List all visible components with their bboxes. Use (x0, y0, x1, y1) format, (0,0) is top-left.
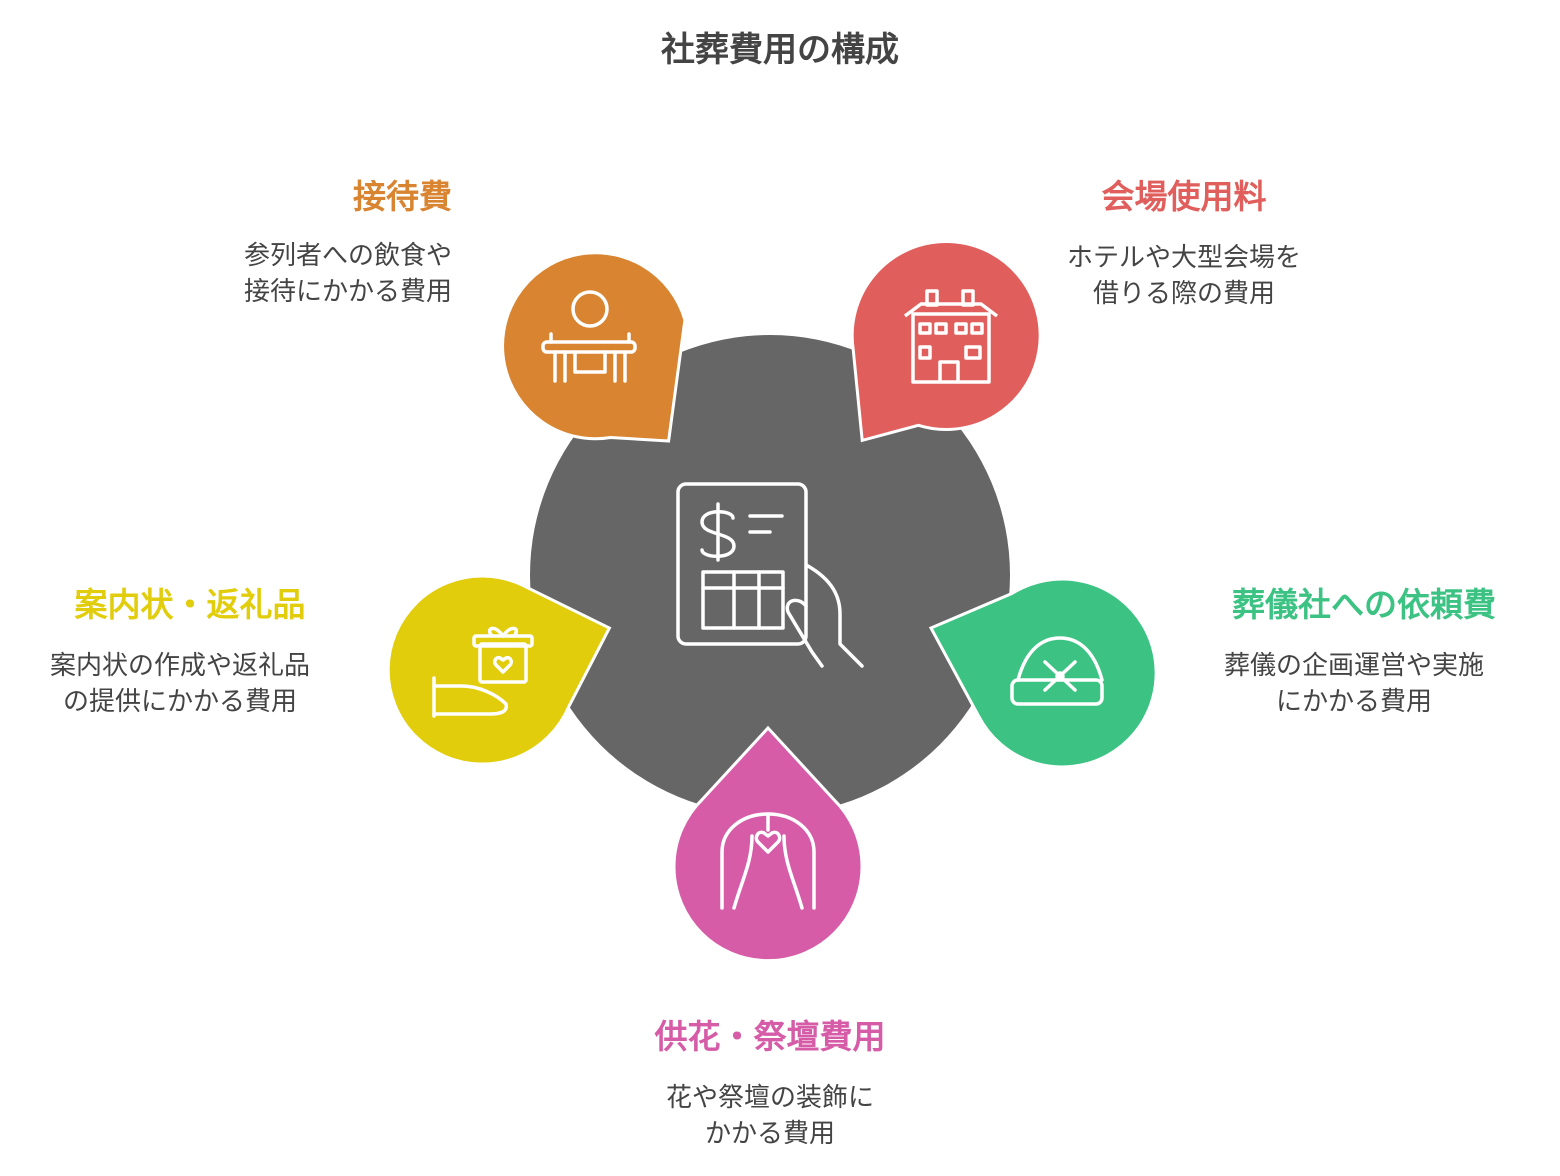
gift-hand-icon (432, 626, 534, 718)
funeral-company-desc: 葬儀の企画運営や実施 にかかる費用 (1223, 651, 1484, 717)
flowers-drop (672, 725, 864, 963)
invitations-label: 案内状・返礼品 (74, 585, 306, 624)
flowers-label: 供花・祭壇費用 (654, 1017, 886, 1056)
center-circle (530, 335, 1010, 815)
stage-curtain-icon (720, 812, 816, 910)
hotel-building-icon (903, 289, 999, 384)
flowers-desc: 花や祭壇の装飾に かかる費用 (665, 1083, 874, 1149)
invitations-drop (386, 574, 612, 766)
venue-drop (850, 240, 1042, 443)
funeral-company-label: 葬儀社への依頼費 (1232, 585, 1496, 624)
dining-table-icon (541, 290, 637, 383)
service-tent-icon (1010, 636, 1104, 706)
entertainment-label: 接待費 (353, 177, 452, 216)
diagram-title: 社葬費用の構成 (661, 30, 899, 70)
venue-desc: ホテルや大型会場を 借りる際の費用 (1066, 243, 1301, 309)
invoice-hand-icon (676, 482, 864, 668)
venue-label: 会場使用料 (1101, 177, 1267, 216)
entertainment-desc: 参列者への飲食や 接待にかかる費用 (243, 241, 452, 307)
funeral-company-drop (928, 577, 1158, 769)
entertainment-drop (501, 251, 687, 443)
invitations-desc: 案内状の作成や返礼品 の提供にかかる費用 (49, 651, 310, 717)
